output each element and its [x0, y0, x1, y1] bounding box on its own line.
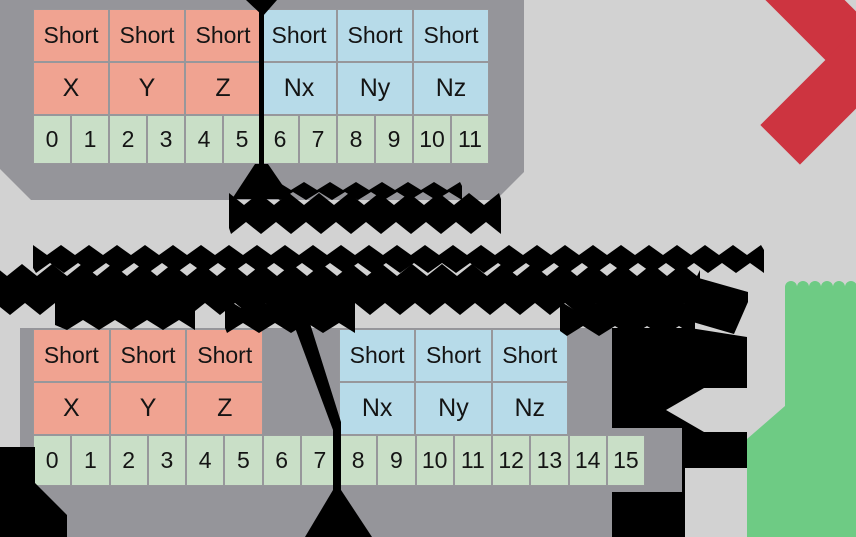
byte-cell: 3: [147, 435, 186, 486]
attribute-cell: Y: [109, 62, 185, 115]
redacted-text-blob: [229, 193, 501, 234]
byte6-boundary-line: [259, 0, 264, 169]
type-cell: Short: [415, 329, 492, 382]
attribute-cell: X: [33, 382, 110, 435]
byte-cell: 6: [262, 435, 301, 486]
byte-cell: 1: [71, 115, 109, 164]
byte-cell: 5: [224, 435, 263, 486]
byte-cell: 12: [492, 435, 531, 486]
type-cell: Short: [261, 9, 337, 62]
attribute-cell: Ny: [415, 382, 492, 435]
byte-cell: 2: [109, 115, 147, 164]
attribute-cell: X: [33, 62, 109, 115]
type-cell: Short: [109, 329, 187, 382]
redacted-text-blob: [252, 182, 462, 200]
byte-cell: 13: [530, 435, 569, 486]
type-cell: Short: [33, 329, 110, 382]
byte-cell: 11: [451, 115, 489, 164]
redacted-text-blob: [686, 275, 748, 334]
byte-cell: 4: [185, 115, 223, 164]
redacted-text-blob: [55, 296, 195, 330]
type-cell: Short: [491, 329, 568, 382]
byte8-leader-flare: [305, 490, 372, 537]
byte-cell: 8: [337, 115, 375, 164]
byte-cell: 7: [299, 115, 337, 164]
type-cell: Short: [33, 9, 109, 62]
attribute-cell: Nz: [491, 382, 568, 435]
redacted-text-blob: [560, 301, 695, 336]
byte8-boundary-line: [284, 298, 341, 492]
attribute-cell: Nz: [413, 62, 489, 115]
byte-cell: 10: [415, 435, 454, 486]
type-cell: Short: [339, 329, 416, 382]
attribute-cell: Y: [109, 382, 187, 435]
redacted-text-blob: [0, 447, 67, 537]
attribute-cell: Ny: [337, 62, 413, 115]
byte-cell: 1: [71, 435, 110, 486]
byte-cell: 7: [300, 435, 339, 486]
type-cell: Short: [337, 9, 413, 62]
byte-cell: 11: [453, 435, 492, 486]
byte-cell: 4: [186, 435, 225, 486]
attribute-cell: Nx: [339, 382, 416, 435]
byte-cell: 0: [33, 115, 71, 164]
attribute-cell: Nx: [261, 62, 337, 115]
byte-cell: 2: [109, 435, 148, 486]
type-cell: Short: [413, 9, 489, 62]
byte-cell: 0: [33, 435, 72, 486]
redacted-caption-blobs: [0, 182, 764, 336]
byte-cell: 9: [377, 435, 416, 486]
x-mark-icon: [760, 0, 856, 165]
byte-cell: 8: [339, 435, 378, 486]
byte-cell: 14: [568, 435, 607, 486]
redacted-text-blob: [225, 298, 355, 333]
byte-cell: 3: [147, 115, 185, 164]
type-cell: Short: [186, 329, 264, 382]
checkmark-icon: [747, 281, 856, 537]
attribute-cell: Z: [185, 62, 261, 115]
byte-cell: 10: [413, 115, 451, 164]
attribute-cell: Z: [186, 382, 264, 435]
redacted-annotation-right: [612, 328, 747, 537]
byte-cell: 5: [223, 115, 261, 164]
byte-cell: 6: [261, 115, 299, 164]
byte-cell: 15: [606, 435, 645, 486]
byte-cell: 9: [375, 115, 413, 164]
type-cell: Short: [185, 9, 261, 62]
type-cell: Short: [109, 9, 185, 62]
redacted-text-blob: [33, 245, 764, 273]
